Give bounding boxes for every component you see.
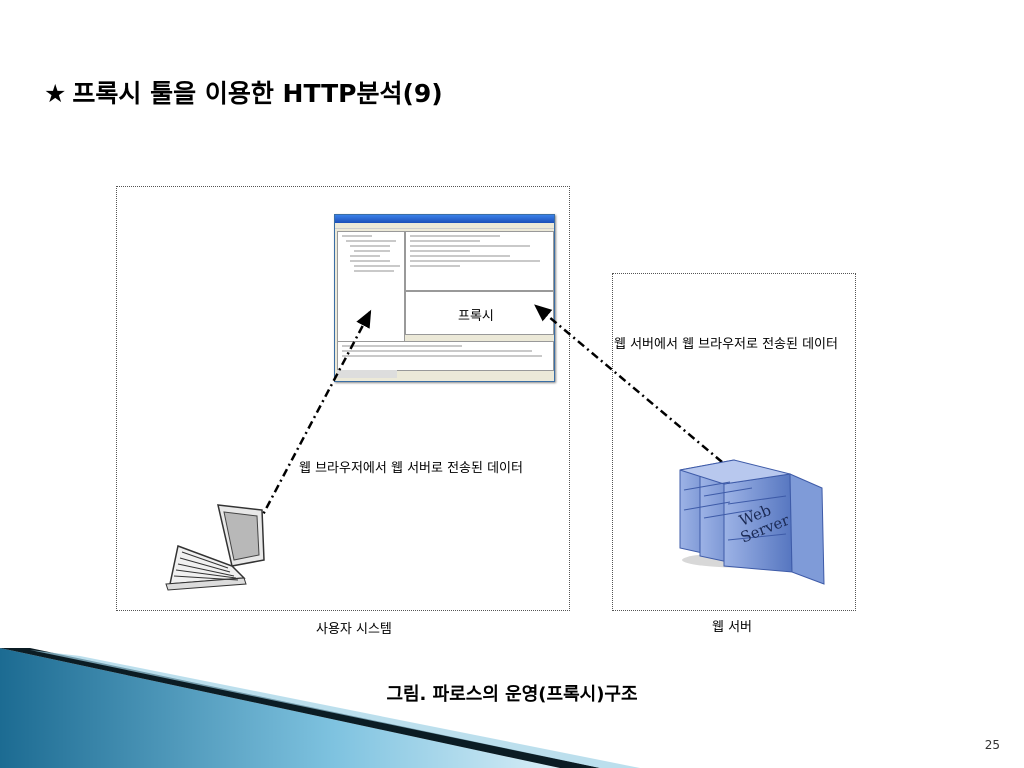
paros-site-tree bbox=[337, 231, 405, 353]
title-text: 프록시 툴을 이용한 HTTP분석(9) bbox=[72, 79, 443, 108]
proxy-label: 프록시 bbox=[458, 309, 494, 324]
page-number: 25 bbox=[984, 738, 1000, 752]
figure-caption: 그림. 파로스의 운영(프록시)구조 bbox=[386, 684, 638, 705]
paros-log-panel bbox=[337, 341, 554, 371]
paros-request-panel bbox=[405, 231, 554, 291]
paros-window bbox=[334, 214, 555, 382]
paros-response-panel bbox=[405, 291, 554, 335]
paros-menubar bbox=[335, 223, 554, 229]
paros-tabs bbox=[337, 370, 397, 378]
user-system-box bbox=[116, 186, 570, 611]
slide-title: ★프록시 툴을 이용한 HTTP분석(9) bbox=[44, 74, 443, 110]
browser-to-proxy-arrow bbox=[256, 309, 372, 525]
user-system-label: 사용자 시스템 bbox=[316, 622, 392, 637]
paros-titlebar bbox=[335, 215, 554, 223]
browser-to-server-label: 웹 브라우저에서 웹 서버로 전송된 데이터 bbox=[299, 461, 523, 476]
server-to-browser-label: 웹 서버에서 웹 브라우저로 전송된 데이터 bbox=[614, 337, 838, 352]
web-server-box bbox=[612, 273, 856, 611]
web-server-label: 웹 서버 bbox=[712, 620, 753, 635]
star-icon: ★ bbox=[44, 79, 67, 108]
server-to-proxy-arrow bbox=[534, 304, 723, 463]
